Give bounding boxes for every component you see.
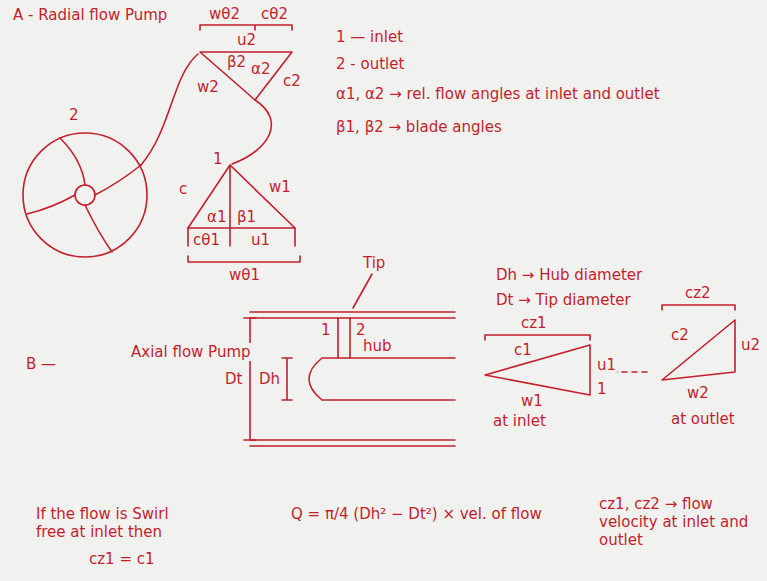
handwritten-label: at inlet [492, 412, 547, 430]
handwritten-label: Q = π/4 (Dh² − Dt²) × vel. of flow [290, 505, 543, 523]
handwritten-label: Dh → Hub diameter [495, 266, 643, 284]
leader-line [353, 274, 372, 308]
impeller-blade [85, 205, 112, 252]
handwritten-label: cz1 = c1 [88, 550, 156, 568]
bracket [188, 256, 300, 262]
impeller-hub [75, 185, 95, 205]
handwritten-label: 1 — inlet [335, 28, 404, 46]
impeller-blade [27, 195, 75, 214]
handwritten-label: Dh [258, 370, 281, 388]
handwritten-label: w1 [520, 392, 544, 410]
handwritten-label: α2 [250, 60, 271, 78]
handwritten-label: cθ1 [192, 231, 221, 249]
handwritten-label: cz1 [520, 314, 548, 332]
handwritten-label: w1 [268, 178, 292, 196]
impeller-blade [60, 138, 85, 185]
handwritten-label: α1 [206, 208, 227, 226]
handwritten-label: c1 [513, 341, 533, 359]
casing [250, 312, 455, 446]
handwritten-label: 1 [596, 380, 608, 398]
leader-curve [232, 100, 271, 164]
handwritten-label: Tip [362, 254, 386, 272]
leader-curve [141, 54, 198, 165]
handwritten-label: Axial flow Pump [130, 343, 252, 361]
handwritten-label: c2 [282, 72, 302, 90]
handwritten-label: 2 [68, 106, 80, 124]
bracket [662, 305, 735, 310]
impeller-rim [23, 133, 147, 257]
handwritten-label: at outlet [670, 410, 736, 428]
velocity-triangle [662, 320, 735, 380]
handwritten-label: 2 - outlet [335, 55, 405, 73]
handwritten-label: Dt [224, 370, 243, 388]
velocity-triangle [188, 165, 295, 228]
bracket [200, 25, 292, 30]
handwritten-label: cθ2 [260, 5, 289, 23]
handwritten-label: 1 [320, 321, 332, 339]
handwritten-label: u1 [596, 356, 617, 374]
velocity-triangle [485, 345, 590, 395]
dimension-line [282, 358, 292, 400]
handwritten-label: u2 [236, 31, 257, 49]
impeller-blade [95, 165, 141, 195]
handwritten-label: wθ1 [228, 266, 261, 284]
handwritten-label: cz1, cz2 → flow velocity at inlet and ou… [598, 495, 760, 549]
handwritten-label: α1, α2 → rel. flow angles at inlet and o… [335, 85, 661, 103]
handwritten-label: hub [362, 337, 393, 355]
handwritten-label: u2 [740, 336, 761, 354]
handwritten-label: wθ2 [208, 5, 241, 23]
dashed-line [612, 371, 650, 373]
handwritten-label: A - Radial flow Pump [12, 6, 168, 24]
handwritten-label: c [178, 180, 188, 198]
dimension-line [244, 318, 256, 440]
handwritten-label: 1 [212, 150, 224, 168]
handwritten-label: w2 [196, 78, 220, 96]
handwritten-label: B — [25, 355, 57, 373]
handwritten-label: cz2 [684, 284, 712, 302]
handwritten-label: β1 [236, 208, 257, 226]
blade [338, 318, 350, 358]
handwritten-label: β2 [226, 53, 247, 71]
handwritten-label: If the flow is Swirl free at inlet then [35, 505, 187, 541]
handwritten-label: Dt → Tip diameter [495, 291, 632, 309]
hub-body [309, 358, 455, 400]
bracket [485, 335, 590, 340]
handwritten-label: β1, β2 → blade angles [335, 118, 503, 136]
handwritten-label: c2 [670, 326, 690, 344]
handwritten-label: u1 [250, 231, 271, 249]
handwritten-label: w2 [686, 384, 710, 402]
